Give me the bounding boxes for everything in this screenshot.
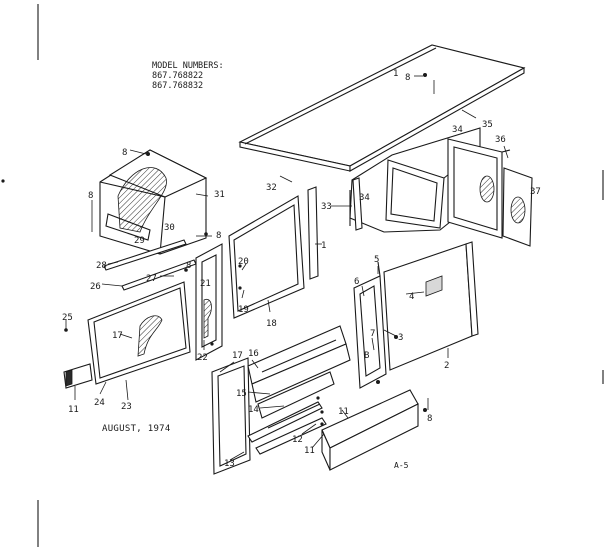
- callout-25: 25: [62, 313, 73, 323]
- part-2-side-panel: [383, 241, 479, 371]
- callout-32: 32: [266, 183, 277, 193]
- callout-28: 28: [96, 261, 107, 271]
- callout-10-left: 11: [68, 405, 79, 415]
- part-1-strip: [307, 186, 319, 280]
- callout-1-top: 1: [393, 69, 398, 79]
- page-code: A-5: [394, 461, 409, 470]
- callout-23: 23: [121, 402, 132, 412]
- callout-8-b: 8: [88, 191, 93, 201]
- callout-26: 26: [90, 282, 101, 292]
- callout-29: 29: [134, 236, 145, 246]
- part-top-cover: [238, 44, 526, 172]
- callout-1: 1: [321, 241, 326, 251]
- part-26-strip: [121, 259, 197, 291]
- part-28-strip: [103, 239, 187, 271]
- callout-17: 17: [232, 351, 243, 361]
- callout-22: 22: [197, 353, 208, 363]
- margin-dot: [1, 179, 5, 183]
- callout-4: 4: [409, 292, 414, 302]
- callout-8-c: 8: [216, 231, 221, 241]
- part-rails: [247, 401, 327, 455]
- callout-14: 14: [248, 405, 259, 415]
- callout-8-d: 8: [186, 261, 191, 271]
- callout-8-a: 8: [122, 148, 127, 158]
- callout-34: 34: [359, 193, 370, 203]
- diagram-date: AUGUST, 1974: [102, 424, 171, 434]
- callout-37: 37: [530, 187, 541, 197]
- callout-24: 24: [94, 398, 105, 408]
- callout-36: 36: [495, 135, 506, 145]
- callout-30: 30: [164, 223, 175, 233]
- model-numbers-block: MODEL NUMBERS: 867.768822 867.768832: [152, 61, 224, 91]
- callout-34-upper: 34: [452, 125, 463, 135]
- callout-11: 11: [304, 446, 315, 456]
- part-18-filter: [228, 195, 305, 319]
- model-number-1: 867.768822: [152, 71, 204, 81]
- callout-12: 12: [292, 435, 303, 445]
- callout-35: 35: [482, 120, 493, 130]
- callout-5: 5: [374, 255, 379, 265]
- part-front-grille: [63, 281, 191, 389]
- callout-labels: 1 8 35 34 36 37 34 32 33 1 8 31 8 30 29 …: [62, 69, 541, 469]
- callout-15: 15: [236, 389, 247, 399]
- callout-31: 31: [214, 190, 225, 200]
- callout-B: B: [364, 351, 369, 361]
- model-numbers-title: MODEL NUMBERS:: [152, 61, 224, 71]
- callout-27: 27: [146, 274, 157, 284]
- part-22-frame: [195, 243, 223, 361]
- callout-17-left: 17: [112, 331, 123, 341]
- callout-8-e: 8: [427, 414, 432, 424]
- callout-18: 18: [266, 319, 277, 329]
- leader-lines: [65, 75, 509, 461]
- callout-20: 20: [238, 257, 249, 267]
- callout-13: 13: [224, 459, 235, 469]
- part-side-panel: [447, 138, 533, 247]
- callout-6: 6: [354, 277, 359, 287]
- callout-7: 7: [370, 329, 375, 339]
- part-10-channel: [321, 389, 419, 471]
- callout-10: 11: [338, 407, 349, 417]
- callout-21: 21: [200, 279, 211, 289]
- callout-8-top: 8: [405, 73, 410, 83]
- part-5-6-frame: [353, 261, 387, 389]
- callout-19: 19: [238, 305, 249, 315]
- part-33-strip: [352, 177, 363, 231]
- callout-2: 2: [444, 361, 449, 371]
- callout-16: 16: [248, 349, 259, 359]
- model-number-2: 867.768832: [152, 81, 204, 91]
- callout-3: 3: [398, 333, 403, 343]
- fasteners: [64, 73, 427, 426]
- callout-33: 33: [321, 202, 332, 212]
- part-air-deflector: [99, 149, 208, 255]
